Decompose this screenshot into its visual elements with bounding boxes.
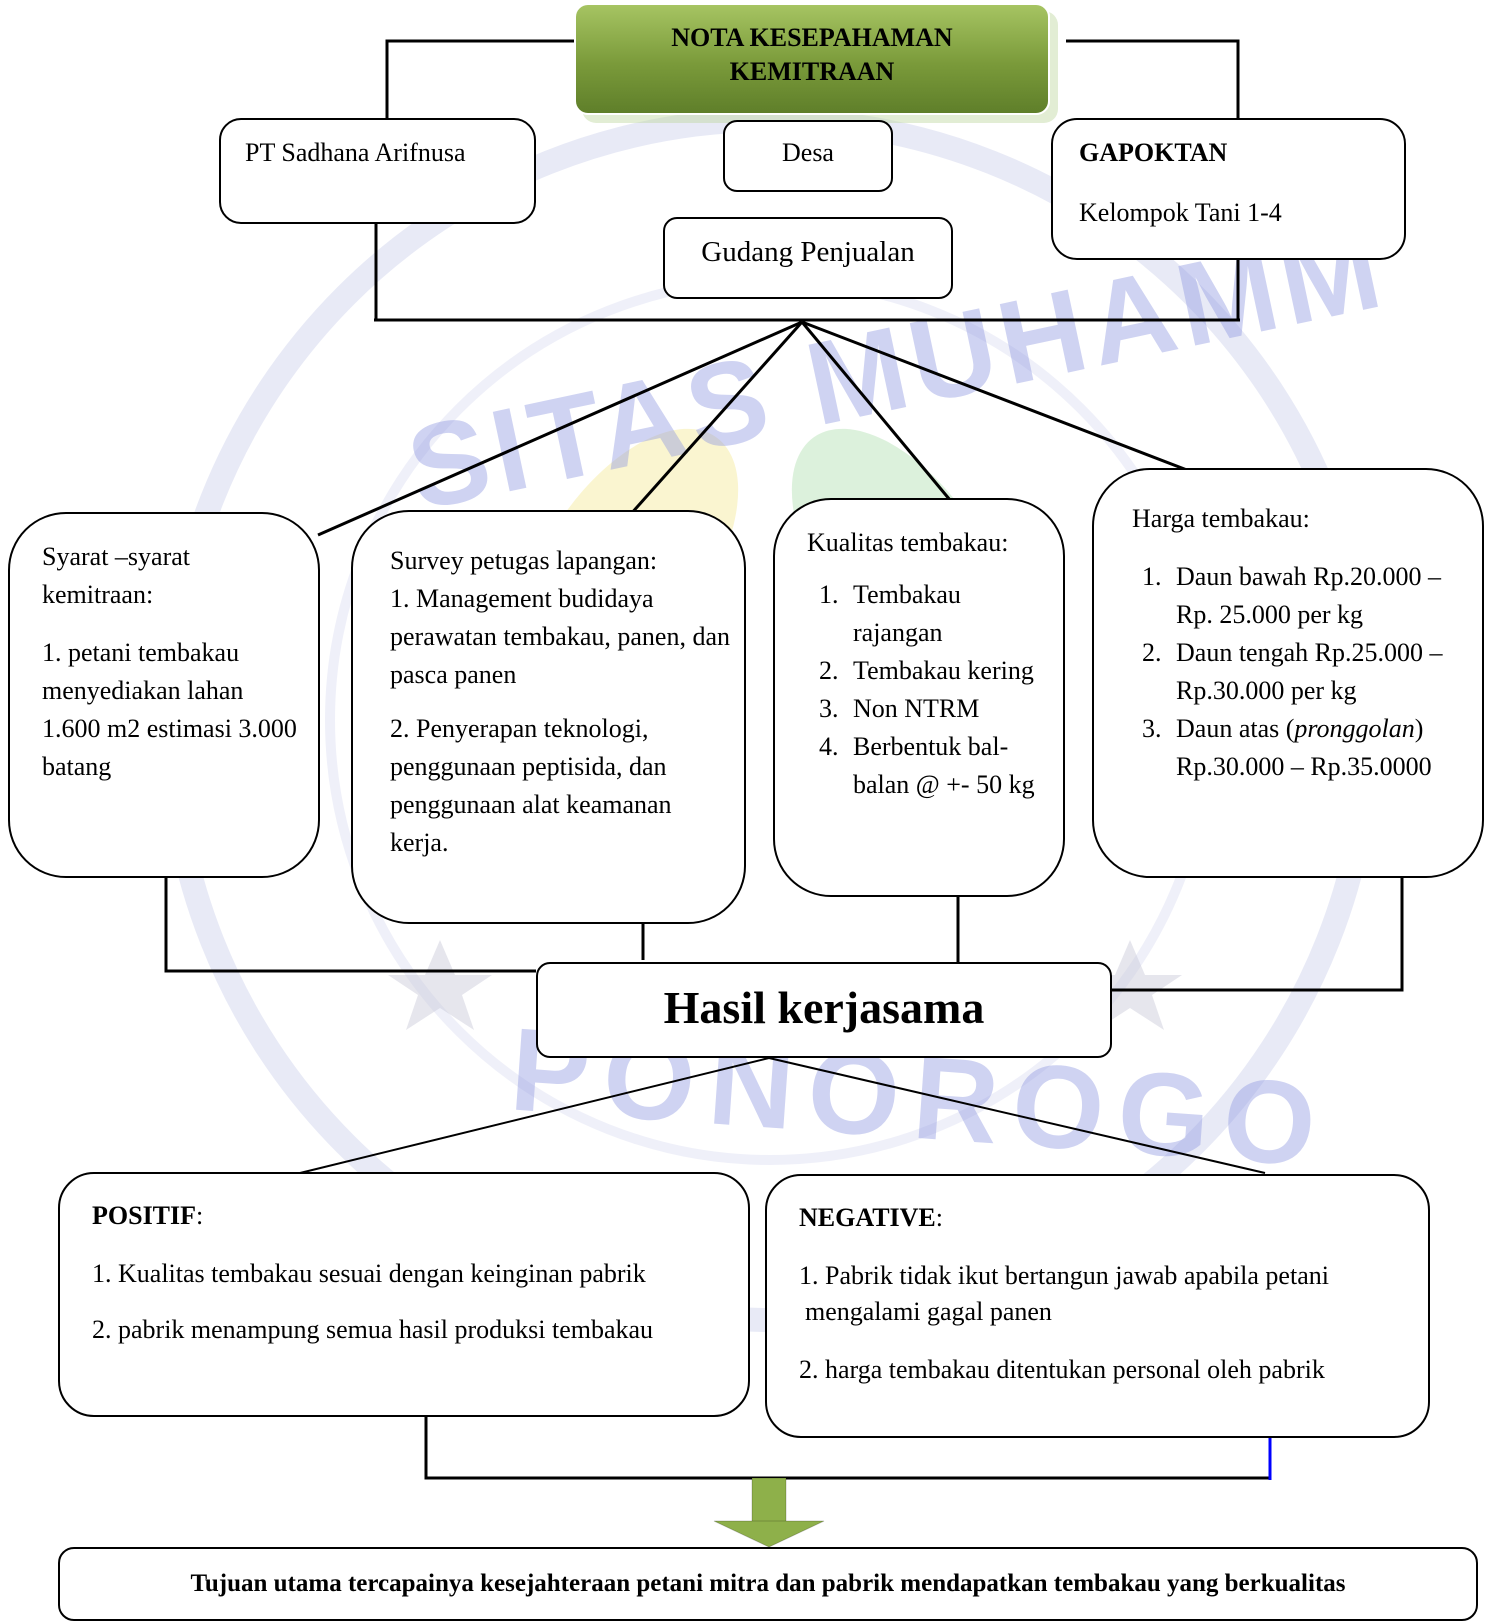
kualitas-list: Tembakau rajangan Tembakau kering Non NT… (807, 576, 1053, 804)
positif-heading: POSITIF: (92, 1201, 204, 1230)
box-tujuan: Tujuan utama tercapainya kesejahteraan p… (58, 1547, 1478, 1621)
title-line2: KEMITRAAN (729, 57, 895, 86)
box-gapoktan: GAPOKTAN Kelompok Tani 1-4 (1051, 118, 1406, 260)
survey-item-2: 2. Penyerapan teknologi, penggunaan pept… (390, 714, 672, 857)
gudang-label: Gudang Penjualan (701, 236, 915, 268)
syarat-item-1: 1. petani tembakau menyediakan lahan 1.6… (42, 638, 297, 781)
harga-item-1: Daun bawah Rp.20.000 – Rp. 25.000 per kg (1168, 558, 1472, 634)
gapoktan-title: GAPOKTAN (1079, 138, 1228, 167)
kualitas-item-4: Berbentuk bal-balan @ +- 50 kg (845, 728, 1053, 804)
title-box: NOTA KESEPAHAMAN KEMITRAAN (574, 3, 1050, 115)
kualitas-item-2: Tembakau kering (845, 652, 1053, 690)
harga-item-3: Daun atas (pronggolan) Rp.30.000 – Rp.35… (1168, 710, 1472, 786)
negative-heading: NEGATIVE: (799, 1203, 944, 1232)
positif-item-2: 2. pabrik menampung semua hasil produksi… (92, 1315, 654, 1344)
positif-item-1: 1. Kualitas tembakau sesuai dengan keing… (92, 1259, 646, 1288)
harga-item-2: Daun tengah Rp.25.000 – Rp.30.000 per kg (1168, 634, 1472, 710)
title-line1: NOTA KESEPAHAMAN (671, 23, 953, 52)
hasil-label: Hasil kerjasama (663, 982, 985, 1033)
box-kualitas: Kualitas tembakau: Tembakau rajangan Tem… (773, 498, 1065, 897)
pt-label: PT Sadhana Arifnusa (245, 138, 466, 167)
gapoktan-sub: Kelompok Tani 1-4 (1079, 198, 1282, 227)
box-hasil-kerjasama: Hasil kerjasama (536, 962, 1112, 1058)
box-positif: POSITIF: 1. Kualitas tembakau sesuai den… (58, 1172, 750, 1417)
box-harga: Harga tembakau: Daun bawah Rp.20.000 – R… (1092, 468, 1484, 878)
syarat-title: Syarat –syarat kemitraan: (42, 542, 191, 609)
box-gudang: Gudang Penjualan (663, 217, 953, 299)
desa-label: Desa (782, 138, 834, 167)
kualitas-item-1: Tembakau rajangan (845, 576, 1053, 652)
box-negative: NEGATIVE: 1. Pabrik tidak ikut bertangun… (765, 1174, 1430, 1438)
box-survey: Survey petugas lapangan: 1. Management b… (351, 510, 746, 924)
kualitas-title: Kualitas tembakau: (807, 528, 1009, 557)
box-pt-sadhana: PT Sadhana Arifnusa (219, 118, 536, 224)
survey-item-1: 1. Management budidaya perawatan tembaka… (390, 584, 731, 689)
box-syarat: Syarat –syarat kemitraan: 1. petani temb… (8, 512, 320, 878)
kualitas-item-3: Non NTRM (845, 690, 1053, 728)
negative-item-2: 2. harga tembakau ditentukan personal ol… (799, 1355, 1325, 1384)
tujuan-label: Tujuan utama tercapainya kesejahteraan p… (190, 1570, 1346, 1597)
harga-list: Daun bawah Rp.20.000 – Rp. 25.000 per kg… (1132, 558, 1472, 786)
survey-title: Survey petugas lapangan: (390, 546, 658, 575)
negative-item-1: 1. Pabrik tidak ikut bertangun jawab apa… (799, 1261, 1329, 1326)
box-desa: Desa (723, 120, 893, 192)
harga-title: Harga tembakau: (1132, 504, 1310, 533)
